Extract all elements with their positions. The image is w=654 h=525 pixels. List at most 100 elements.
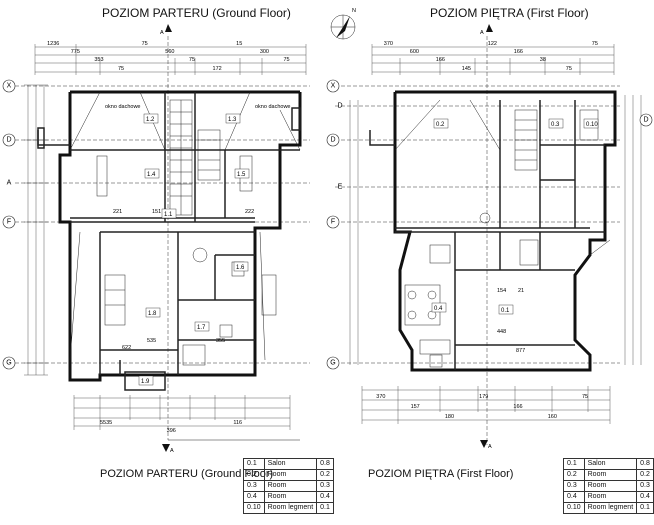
legend-name: Room	[263, 469, 318, 481]
legend-id: 0.1	[243, 458, 265, 470]
legend-id: 0.10	[243, 502, 265, 514]
svg-text:A: A	[488, 444, 492, 450]
legend-name: Room	[583, 469, 638, 481]
dimension-label: 145	[462, 66, 471, 72]
first-floor-plan: A A X D D E F G D 3706001661451221663875…	[326, 24, 653, 450]
section-marker-bottom: A	[162, 444, 174, 454]
plan-annotation: 222	[245, 209, 254, 215]
room-label-box	[548, 118, 564, 129]
room-number: 1.6	[236, 265, 245, 271]
legend-id: 0.3	[243, 480, 265, 492]
room-number: 1.5	[237, 172, 246, 178]
room-number: 1.2	[146, 117, 155, 123]
plan-annotation: 535	[147, 338, 156, 344]
dimension-label: 166	[513, 404, 522, 410]
section-marker-top: A	[160, 24, 172, 36]
legend-area: 0.2	[316, 469, 334, 481]
plan-annotation: 21	[518, 288, 524, 294]
section-marker-first-bottom: A	[480, 440, 492, 450]
legend-name: Salon	[263, 458, 318, 470]
legend-id: 0.2	[243, 469, 265, 481]
room-label-box	[233, 261, 249, 272]
legend-name: Salon	[583, 458, 638, 470]
axis-bubbles-first: X D D E F G D	[326, 79, 653, 370]
plan-annotation: 154	[497, 288, 506, 294]
legend-area: 0.1	[316, 502, 334, 514]
legend-name: Room legment	[263, 502, 318, 514]
dimension-label: 180	[445, 414, 454, 420]
plan-annotation: okno dachowe	[255, 104, 290, 110]
dimension-label: 370	[376, 394, 385, 400]
ground-floor-title: POZIOM PARTERU (Ground Floor)	[102, 6, 291, 20]
dimension-label: 5535	[100, 420, 112, 426]
legend-area: 0.4	[636, 491, 654, 503]
svg-text:N: N	[352, 8, 356, 14]
room-label-box	[194, 321, 210, 332]
room-label-box	[138, 375, 154, 386]
room-label-box	[498, 304, 514, 315]
ground-dimensions-bottom: 5535 396 116	[100, 420, 242, 434]
plan-annotation: 151	[152, 209, 161, 215]
dimension-label: 75	[592, 41, 598, 47]
dimension-label: 75	[142, 41, 148, 47]
dimension-label: 600	[410, 49, 419, 55]
first-floor-title: POZIOM PIĘTRA (First Floor)	[430, 6, 589, 20]
room-label-box	[144, 168, 160, 179]
dimension-label: 300	[260, 49, 269, 55]
dimension-label: 122	[488, 41, 497, 47]
svg-text:D: D	[330, 137, 335, 144]
legend-area: 0.1	[636, 502, 654, 514]
room-number: 1.7	[197, 325, 206, 331]
dimension-label: 179	[479, 394, 488, 400]
dimension-label: 775	[71, 49, 80, 55]
dimension-label: 75	[582, 394, 588, 400]
legend-name: Room	[583, 480, 638, 492]
svg-text:E: E	[338, 184, 343, 191]
room-number: 1.8	[148, 311, 157, 317]
legend-name: Room	[583, 491, 638, 503]
room-label-box	[161, 208, 177, 219]
first-annotations: 448 877 154 21	[497, 288, 525, 354]
plan-annotation: 221	[113, 209, 122, 215]
axis-bubbles-ground: X D A F G	[2, 79, 16, 370]
first-floor-caption: POZIOM PIĘTRA (First Floor)	[368, 468, 514, 480]
room-number: 0.10	[586, 122, 598, 128]
plan-annotation: 877	[516, 348, 525, 354]
plan-annotation: 448	[497, 329, 506, 335]
svg-text:D: D	[6, 137, 11, 144]
plan-annotation: 622	[122, 345, 131, 351]
room-label-box	[433, 118, 449, 129]
room-number: 1.9	[141, 379, 150, 385]
dimension-label: 560	[165, 49, 174, 55]
dimension-label: 15	[236, 41, 242, 47]
ground-floor-plan: A A X D A F G 12367753537575560751721530…	[2, 24, 310, 454]
room-number: 0.1	[501, 308, 510, 314]
dimension-label: 353	[94, 57, 103, 63]
legend-area: 0.3	[636, 480, 654, 492]
legend-name: Room	[263, 480, 318, 492]
legend-area: 0.3	[316, 480, 334, 492]
dimension-label: 396	[167, 428, 176, 434]
legend-id: 0.4	[563, 491, 585, 503]
dimension-label: 38	[540, 57, 546, 63]
legend-name: Room	[263, 491, 318, 503]
dimension-label: 1236	[47, 41, 59, 47]
legend-id: 0.3	[563, 480, 585, 492]
dimension-label: 116	[233, 420, 242, 426]
svg-text:A: A	[480, 30, 484, 36]
plan-annotation: 355	[216, 338, 225, 344]
